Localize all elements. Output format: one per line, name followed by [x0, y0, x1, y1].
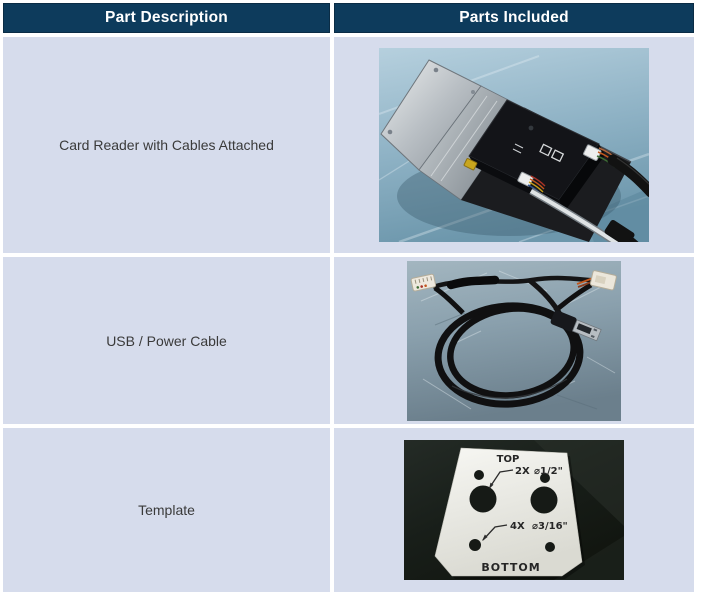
part-description-text: USB / Power Cable: [106, 332, 227, 349]
card-reader-photo: [379, 48, 649, 242]
template-label-qty-large: 2X: [515, 466, 530, 477]
template-label-qty-small: 4X: [510, 521, 525, 532]
template-label-bottom: BOTTOM: [481, 561, 540, 574]
usb-power-cable-photo: [407, 260, 621, 421]
column-header-parts-included-label: Parts Included: [459, 9, 569, 26]
mounting-template-photo: TOP 2X ⌀1/2" 4X ⌀3/16" BOTTOM: [404, 440, 624, 580]
template-label-dia-large: ⌀1/2": [534, 466, 563, 477]
parts-included-cell-usb-cable: [334, 257, 694, 424]
template-label-dia-small: ⌀3/16": [532, 521, 568, 532]
parts-table: Part Description Parts Included Card Rea…: [3, 3, 694, 592]
part-description-cell-template: Template: [3, 428, 330, 592]
column-header-parts-included: Parts Included: [334, 3, 694, 33]
template-label-top: TOP: [497, 454, 520, 465]
column-header-part-description: Part Description: [3, 3, 330, 33]
part-description-text: Card Reader with Cables Attached: [59, 137, 274, 153]
part-description-cell-card-reader: Card Reader with Cables Attached: [3, 37, 330, 253]
parts-included-cell-template: TOP 2X ⌀1/2" 4X ⌀3/16" BOTTOM: [334, 428, 694, 592]
part-description-text: Template: [138, 502, 195, 518]
part-description-cell-usb-cable: USB / Power Cable: [3, 257, 330, 424]
column-header-part-description-label: Part Description: [105, 9, 228, 26]
parts-included-cell-card-reader: [334, 37, 694, 253]
